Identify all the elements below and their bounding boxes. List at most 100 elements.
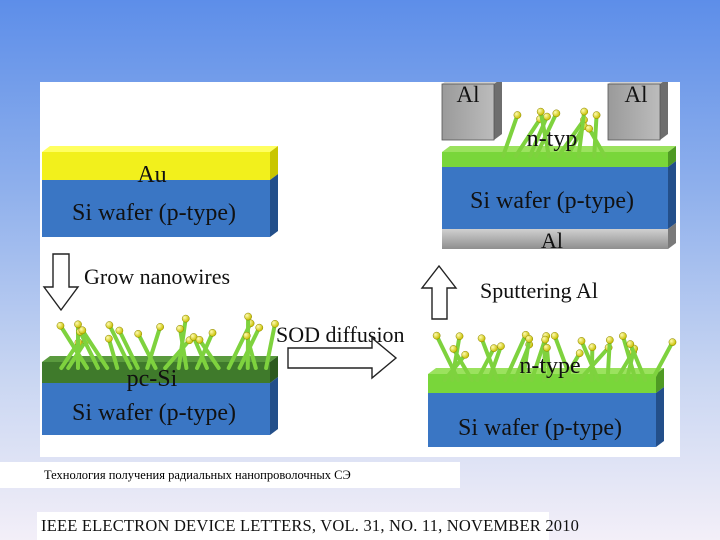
gold-tip	[585, 124, 593, 133]
gold-tip	[543, 343, 551, 352]
step3-n-side	[656, 368, 664, 393]
gold-tip	[577, 337, 586, 345]
gold-tip	[208, 328, 217, 337]
step3-nanowires	[432, 330, 677, 382]
step4-n-layer	[442, 152, 668, 167]
gold-tip	[536, 107, 545, 116]
gold-tip	[575, 349, 584, 358]
nanowire	[178, 326, 189, 370]
nanowire	[163, 338, 192, 370]
step4-n-top	[442, 146, 676, 152]
gold-tip	[605, 336, 614, 344]
step4-n-label: n-typ	[527, 126, 578, 152]
step4-al-right	[607, 83, 661, 141]
gold-tip	[115, 326, 124, 335]
step3-si-layer	[428, 393, 656, 447]
gold-tip	[668, 338, 677, 347]
gold-tip	[134, 329, 143, 338]
step1-si-side	[270, 174, 278, 237]
slide-caption: Технология получения радиальных нанопров…	[0, 462, 460, 488]
gold-tip	[461, 350, 470, 359]
step3-stack: n-type Si wafer (p-type)	[428, 330, 677, 447]
nanowire	[197, 337, 221, 370]
gold-tip	[195, 335, 204, 344]
gold-tip	[74, 320, 82, 329]
gold-tip	[580, 107, 589, 116]
gold-tip	[56, 321, 65, 330]
nanowire	[451, 346, 474, 382]
nanowire	[592, 113, 599, 158]
step4-si-layer	[442, 167, 668, 229]
gold-tip	[432, 331, 441, 340]
gold-tip	[552, 109, 561, 118]
gold-tip	[156, 323, 164, 331]
step4-n-side	[668, 146, 676, 167]
nanowire	[264, 321, 277, 370]
step1-stack: Au Si wafer (p-type)	[42, 146, 278, 237]
sod-diffusion-label: SOD diffusion	[276, 322, 405, 347]
nanowire	[136, 331, 158, 370]
nanowire	[620, 334, 638, 382]
step2-stack: pc-Si Si wafer (p-type)	[42, 312, 279, 435]
nanowire	[106, 336, 120, 370]
nanowire	[486, 344, 503, 382]
step4-si-side	[668, 161, 676, 229]
nanowire	[78, 329, 100, 370]
gold-tip	[181, 314, 190, 323]
gold-tip	[176, 324, 184, 333]
step2-si-side	[270, 377, 278, 435]
nanowire	[479, 336, 500, 382]
nanowire	[58, 323, 90, 370]
nanowire	[552, 333, 574, 382]
gold-tip	[543, 112, 551, 121]
step1-au-top	[42, 146, 278, 152]
nanowire	[579, 338, 601, 382]
nanowire	[628, 342, 648, 382]
gold-tip	[497, 342, 505, 351]
gold-tip	[105, 321, 114, 329]
nanowire	[107, 323, 133, 370]
step2-pcsi-label: pc-Si	[127, 366, 178, 392]
gold-tip	[455, 332, 464, 341]
nanowire	[650, 340, 675, 382]
step4-al-right-label: Al	[625, 82, 648, 107]
gold-tip	[592, 111, 601, 119]
nanowire	[244, 333, 258, 370]
down-arrow	[42, 253, 80, 312]
nanowire	[556, 117, 587, 158]
step4-al-left-label: Al	[457, 82, 480, 107]
nanowire	[562, 351, 582, 382]
step4-stack: Al Al n-typ Si wafer (p-type) Al	[441, 82, 676, 253]
step4-al-left-side	[494, 82, 502, 140]
step3-n-label: n-type	[519, 353, 580, 379]
journal-citation: IEEE ELECTRON DEVICE LETTERS, VOL. 31, N…	[37, 512, 579, 540]
step4-al-right-top	[608, 82, 663, 84]
step2-si-layer	[42, 383, 270, 435]
gold-tip	[104, 334, 113, 343]
step1-au-label: Au	[137, 162, 166, 188]
nanowire	[145, 324, 163, 370]
nanowire	[576, 109, 587, 158]
process-diagram: Au Si wafer (p-type) Grow nanowires pc-S…	[42, 82, 677, 447]
nanowire	[577, 345, 611, 382]
nanowire	[605, 338, 612, 382]
step1-au-side	[270, 146, 278, 180]
step4-al-left	[441, 83, 495, 141]
gold-tip	[541, 335, 550, 344]
nanowire	[501, 113, 520, 158]
step4-back-al	[442, 229, 668, 249]
step4-si-label: Si wafer (p-type)	[470, 188, 634, 214]
up-arrow	[420, 264, 458, 320]
step2-si-label: Si wafer (p-type)	[72, 400, 236, 426]
right-arrow	[287, 336, 398, 380]
nanowire	[544, 345, 552, 382]
grow-nanowires-label: Grow nanowires	[84, 264, 230, 289]
gold-tip	[271, 319, 279, 328]
nanowire	[434, 333, 461, 382]
step1-au-layer	[42, 152, 270, 180]
gold-tip	[626, 340, 635, 348]
step1-si-label: Si wafer (p-type)	[72, 200, 236, 226]
gold-tip	[244, 312, 252, 321]
step2-pcsi-side	[270, 356, 278, 383]
step3-si-side	[656, 387, 664, 447]
